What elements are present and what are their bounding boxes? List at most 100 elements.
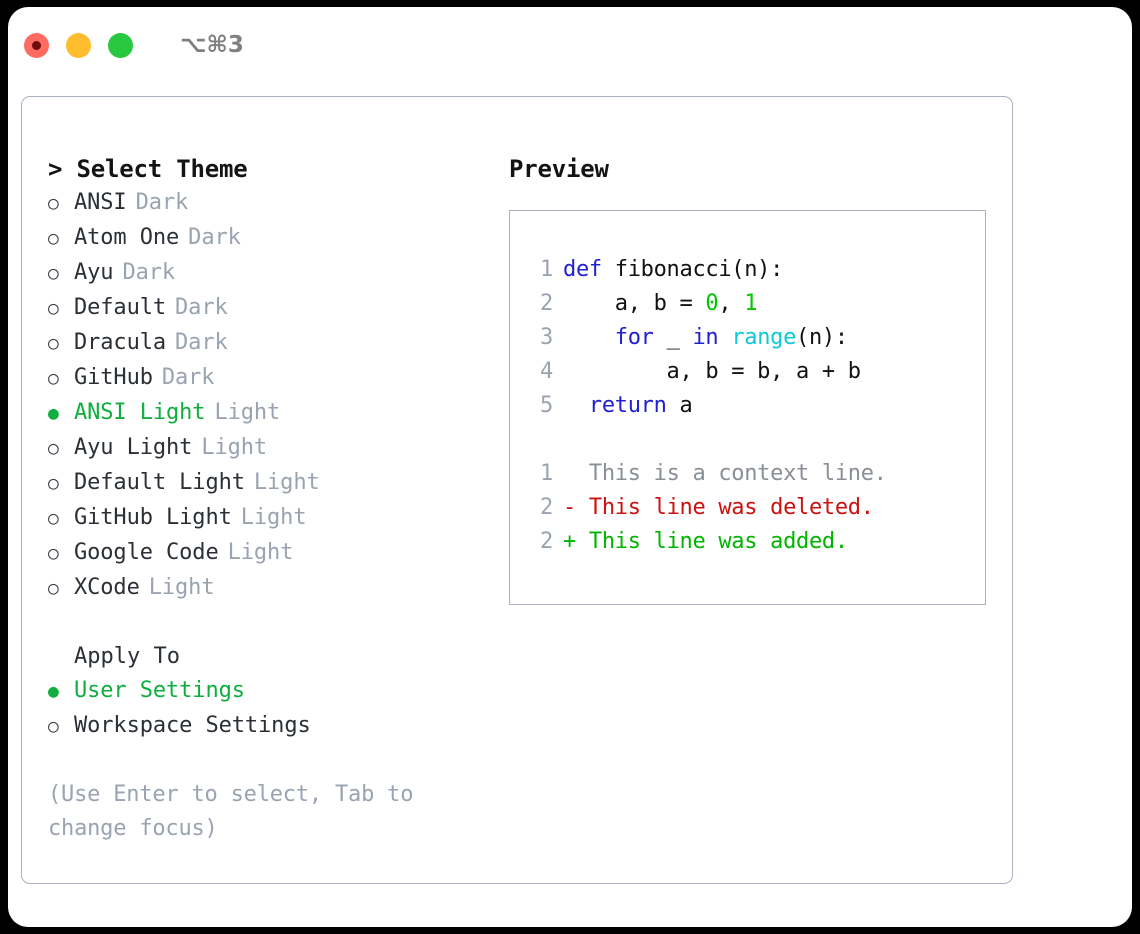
radio-unselected-icon: ○ [48,578,59,599]
diff-sample: 1 This is a context line.2- This line wa… [523,457,985,559]
diff-line: 1 This is a context line. [523,457,985,491]
keyboard-shortcut-label: ⌥⌘3 [180,31,244,58]
theme-name: Default Light [74,470,245,495]
theme-list-item[interactable]: ○ Ayu Light Light [48,431,492,466]
diff-text: This line was added. [575,529,848,554]
minimize-button[interactable] [66,32,91,58]
code-token: a, b = [563,291,706,316]
radio-unselected-icon: ○ [48,716,59,737]
code-token: 0 [705,291,719,316]
apply-to-item[interactable]: ● User Settings [48,674,492,709]
theme-category: Light [227,540,294,565]
code-token [563,393,589,418]
code-text: def fibonacci(n): [563,253,783,287]
code-token: return [588,393,667,418]
line-number: 1 [540,257,553,282]
radio-unselected-icon: ○ [48,368,59,389]
apply-to-label: User Settings [74,678,245,703]
theme-category: Dark [175,330,228,355]
radio-unselected-icon: ○ [48,438,59,459]
theme-category: Light [240,505,307,530]
theme-name: Ayu [74,260,114,285]
code-line: 4 a, b = b, a + b [523,355,985,389]
code-token: a, b = b, a + b [563,359,862,384]
theme-category: Dark [161,365,215,390]
line-number: 2 [540,495,553,520]
radio-unselected-icon: ○ [48,193,59,214]
code-token: 1 [744,291,758,316]
code-token: range [731,325,797,350]
code-text: for _ in range(n): [563,321,848,355]
theme-list-item[interactable]: ○ XCode Light [48,571,492,606]
preview-title: Preview [509,155,609,183]
theme-name: Dracula [74,330,167,355]
code-line: 3 for _ in range(n): [523,321,985,355]
diff-sign: - [563,495,576,520]
code-token: in [692,325,719,350]
line-number: 2 [540,529,553,554]
code-line: 5 return a [523,389,985,423]
radio-unselected-icon: ○ [48,333,59,354]
theme-category: Light [253,470,320,495]
apply-to-item[interactable]: ○ Workspace Settings [48,709,492,744]
radio-selected-icon: ● [48,681,59,702]
maximize-button[interactable] [108,32,133,58]
code-text: a, b = b, a + b [563,355,862,389]
keyboard-hint: (Use Enter to select, Tab to change focu… [48,782,414,841]
diff-sign: + [563,529,576,554]
code-token: for [614,325,654,350]
code-token [718,325,731,350]
line-number: 1 [540,461,553,486]
apply-to-list: ● User Settings ○ Workspace Settings [48,674,492,744]
theme-name: ANSI Light [74,400,206,425]
apply-to-label: Workspace Settings [74,713,311,738]
code-line: 2 a, b = 0, 1 [523,287,985,321]
theme-name: Ayu Light [74,435,193,460]
close-button[interactable] [24,32,49,58]
theme-name: GitHub Light [74,505,232,530]
theme-list-item[interactable]: ○ GitHub Dark [48,361,492,396]
code-token: , [718,291,745,316]
theme-category: Dark [188,225,241,250]
diff-line: 2- This line was deleted. [523,491,985,525]
spacer [48,606,492,640]
radio-selected-icon: ● [48,403,59,424]
spacer [523,423,985,457]
theme-category: Dark [122,260,176,285]
code-token: fibonacci(n): [614,257,784,282]
theme-name: XCode [74,575,140,600]
page-title: > Select Theme [48,155,248,183]
theme-category: Dark [135,190,189,215]
apply-to-heading: Apply To [74,644,180,669]
theme-name: Google Code [74,540,219,565]
theme-name: Atom One [74,225,180,250]
theme-name: Default [74,295,167,320]
theme-name: GitHub [74,365,153,390]
line-number: 3 [540,325,553,350]
theme-list-item[interactable]: ○ Dracula Dark [48,326,492,361]
diff-sign [563,457,576,491]
diff-text: This is a context line. [575,461,887,486]
theme-category: Light [148,575,215,600]
theme-category: Light [201,435,268,460]
diff-text: This line was deleted. [575,495,874,520]
theme-category: Dark [175,295,228,320]
radio-unselected-icon: ○ [48,543,59,564]
code-token: (n): [796,325,848,350]
traffic-lights [24,32,133,58]
theme-list-item[interactable]: ○ Google Code Light [48,536,492,571]
